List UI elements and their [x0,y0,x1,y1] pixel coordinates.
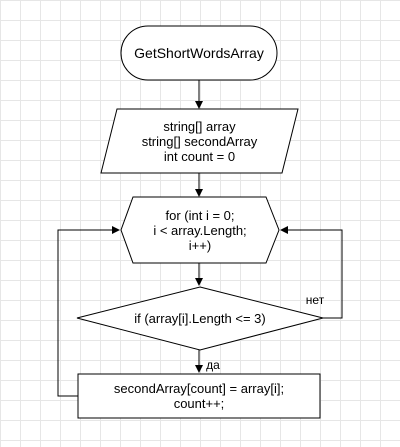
assign-label: secondArray[count] = array[i]; count++; [78,374,320,418]
declarations-parallelogram[interactable] [100,108,299,174]
yes-text: да [206,357,220,372]
condition-diamond[interactable] [76,286,324,351]
loop-hexagon[interactable] [120,196,280,264]
declarations-line: string[] array [163,118,236,134]
no-text: нет [305,292,325,307]
arrow-back-to-loop [57,226,120,397]
declarations-label: string[] array string[] secondArray int … [101,109,298,173]
assign-line: count++; [173,396,225,411]
loop-line: i < array.Length; [153,222,247,238]
loop-line: for (int i = 0; [165,207,235,223]
arrow-no-branch [280,226,343,319]
loop-line: i++) [188,237,212,253]
start-label: GetShortWordsArray [121,26,277,80]
yes-label: да [201,358,225,372]
start-text: GetShortWordsArray [134,44,264,61]
assign-process[interactable] [77,373,321,419]
condition-text: if (array[i].Length <= 3) [134,311,266,326]
loop-label: for (int i = 0; i < array.Length; i++) [121,197,279,263]
declarations-line: string[] secondArray [141,133,258,149]
condition-label: if (array[i].Length <= 3) [77,287,323,350]
declarations-line: int count = 0 [163,148,236,164]
assign-line: secondArray[count] = array[i]; [113,381,285,396]
no-label: нет [300,293,330,307]
